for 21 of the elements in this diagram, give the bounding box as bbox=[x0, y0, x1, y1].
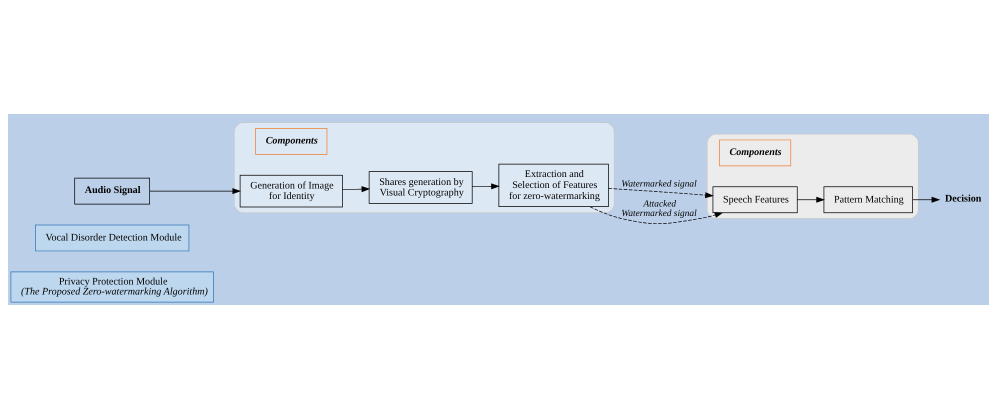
arrow bbox=[912, 196, 940, 203]
node-box: Audio Signal bbox=[74, 178, 150, 204]
edge-label: Watermarked signal bbox=[621, 179, 697, 190]
arrow bbox=[797, 196, 825, 203]
node-box: Speech Features bbox=[712, 186, 798, 214]
arrow bbox=[472, 183, 500, 190]
node-box: Pattern Matching bbox=[824, 186, 913, 214]
node-box: Shares generation by Visual Cryptography bbox=[368, 171, 473, 204]
node-text: Decision bbox=[945, 194, 982, 205]
node-box: Components bbox=[719, 140, 792, 166]
arrow bbox=[608, 188, 714, 198]
cluster bbox=[234, 122, 615, 214]
arrow bbox=[590, 206, 724, 224]
node-box: Generation of Image for Identity bbox=[240, 174, 343, 208]
node-box: Vocal Disorder Detection Module bbox=[35, 224, 190, 252]
node-box: Components bbox=[255, 128, 328, 155]
arrow bbox=[342, 186, 370, 192]
node-box: Extraction and Selection of Features for zero-watermarking bbox=[498, 164, 609, 207]
node-box: Privacy Protection Module (The Proposed Zero-watermarking Algorithm) bbox=[10, 271, 214, 302]
arrow bbox=[149, 188, 242, 194]
edge-label: Attacked Watermarked signal bbox=[621, 200, 697, 219]
